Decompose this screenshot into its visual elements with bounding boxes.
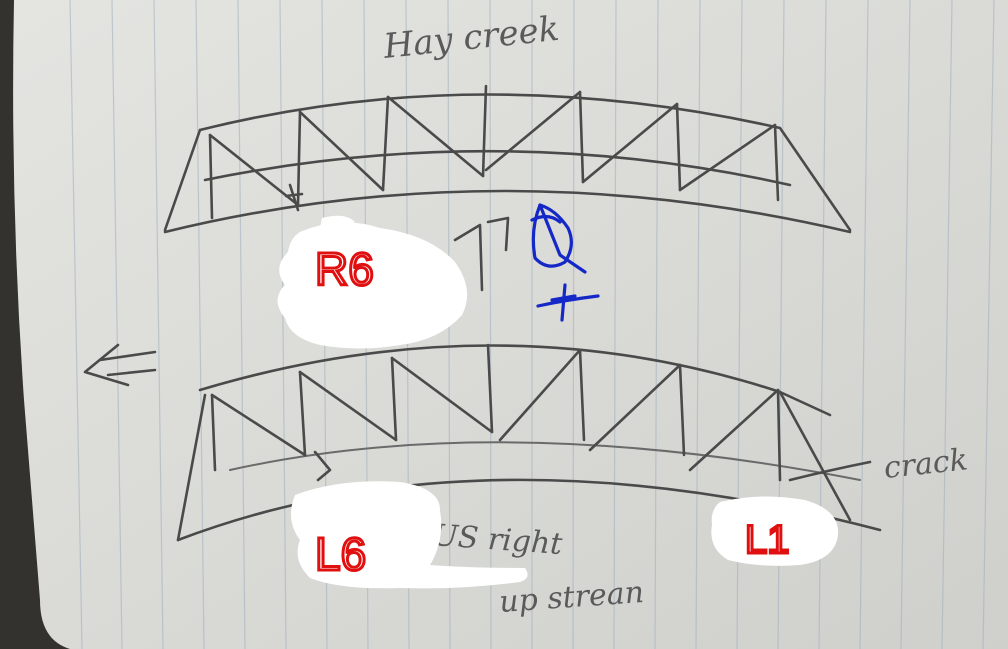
- blue-ink-sketch: [530, 203, 600, 322]
- crack-note: crack: [882, 442, 969, 486]
- redaction-blob-bottom-right: [711, 496, 839, 566]
- redaction-blob-top: [277, 215, 468, 349]
- label-l1: L1: [745, 518, 790, 562]
- label-r6: R6: [315, 243, 374, 295]
- top-truss-sketch: [163, 84, 852, 292]
- notebook-page: [13, 0, 1008, 649]
- flow-arrow-sketch: [83, 343, 157, 387]
- redaction-blob-bottom-left: [291, 481, 528, 589]
- label-l6: L6: [315, 528, 366, 580]
